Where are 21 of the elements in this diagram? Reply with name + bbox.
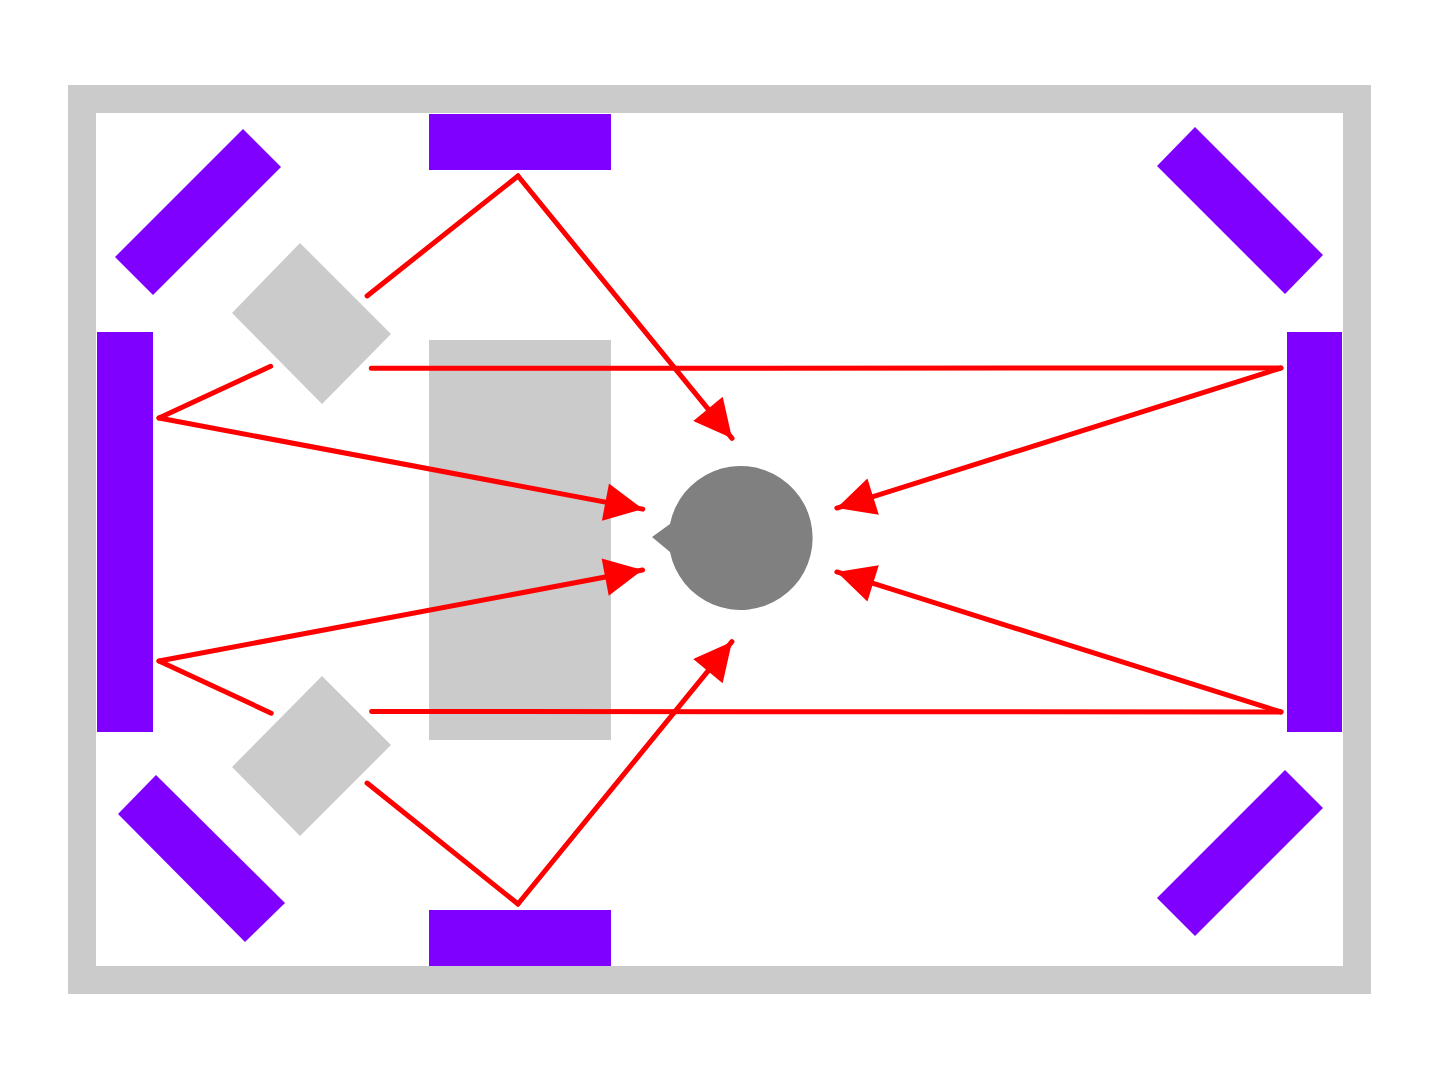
reflection-arrow	[515, 639, 735, 907]
wall-panel	[1157, 770, 1323, 936]
wall-panel	[115, 129, 281, 295]
wall-panel	[429, 910, 611, 966]
ray-line	[156, 658, 274, 716]
ray-line	[364, 780, 521, 907]
listener-head	[652, 466, 813, 610]
diamond-block	[232, 676, 391, 836]
wall-panel	[97, 332, 153, 732]
wall-panel	[1287, 332, 1342, 732]
reflection-arrow	[515, 173, 735, 441]
ray-line	[156, 363, 274, 421]
reflection-arrow	[156, 415, 646, 521]
wall-panel	[118, 775, 285, 942]
wall-panel	[1157, 127, 1323, 294]
ray-line	[364, 173, 521, 299]
reflection-arrow	[156, 558, 646, 664]
diamond-block	[232, 243, 391, 404]
reflection-arrow	[834, 365, 1284, 515]
reflection-arrow	[834, 565, 1284, 715]
wall-panel	[429, 114, 611, 170]
